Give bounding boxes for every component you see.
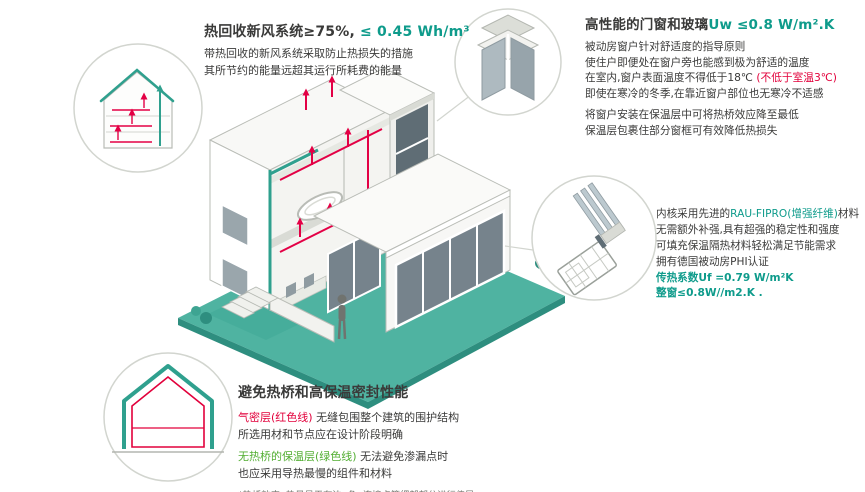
windows-line-2: 使住户即便处在窗户旁也能感到极为舒适的温度 [585, 55, 810, 69]
windows-line-4: 即使在寒冷的冬季,在靠近窗户部位也无寒冷不适感 [585, 86, 824, 100]
windows-line-3-text: 在室内,窗户表面温度不得低于18℃ [585, 71, 757, 85]
house-section-with-airflow-arrows-icon [99, 68, 175, 149]
insulation-layer-text: 无法避免渗漏点时 [356, 450, 449, 463]
profile-line-1: 内核采用先进的RAU-FIPRO(增强纤维)材料 [656, 207, 863, 223]
profile-uw-value: 整窗≤0.8W//m2.K . [656, 287, 763, 300]
garden-stairs [221, 286, 279, 319]
window-corner-detail-circle [454, 8, 562, 116]
windows-title-value: Uw ≤0.8 W/m².K [708, 17, 835, 33]
profile-uf-value: 传热系数Uf =0.79 W/m²K [656, 271, 794, 284]
airtight-layer-label: 气密层(红色线) [238, 411, 313, 424]
left-window-upper [221, 203, 249, 248]
house-outline-airtight-and-insulation-layers-icon [112, 364, 224, 453]
right-wing [312, 153, 512, 333]
bushes [191, 306, 212, 324]
profile-line-4: 拥有德国被动房PHI认证 [656, 255, 769, 268]
windows-title-main: 高性能的门窗和玻璃 [585, 17, 709, 33]
left-facade [209, 139, 271, 311]
window-frame-profile-cross-section-icon [557, 182, 626, 296]
airtight-layer-text: 无缝包围整个建筑的围护结构 [312, 411, 460, 424]
ventilation-ducts [279, 75, 383, 253]
thermal-line-2: 所选用材和节点应在设计阶段明确 [238, 427, 403, 441]
house-isometric-illustration [191, 67, 557, 343]
airtight-layer-red-line [131, 375, 205, 448]
thermal-section: 避免热桥和高保温密封性能 气密层(红色线) 无缝包围整个建筑的围护结构 所选用材… [238, 382, 583, 492]
windows-line-3: 在室内,窗户表面温度不得低于18℃ (不低于室温3℃) [585, 70, 863, 86]
left-window-lower [221, 256, 249, 301]
insulation-layer-label: 无热桥的保温层(绿色线) [238, 450, 357, 463]
ventilation-line-2: 其所节约的能量远超其运行所耗费的能量 [204, 63, 402, 77]
profile-material-name: RAU-FIPRO(增强纤维) [730, 208, 838, 220]
profile-line-1-post: 材料 [837, 208, 860, 220]
thermal-bridge-footnote: *热桥效应: 热量易于在边, 角, 连接点等细部部分进行传导 [238, 489, 583, 492]
person-figure [337, 294, 347, 340]
ventilation-title-value: ≤ 0.45 Wh/m³ [354, 24, 470, 40]
thermal-airtight-line: 气密层(红色线) 无缝包围整个建筑的围护结构 [238, 410, 583, 427]
thermal-detail-circle [103, 352, 233, 482]
callout-connectors [436, 94, 534, 251]
profile-line-3: 可填充保温隔热材料轻松满足节能需求 [656, 239, 837, 252]
ventilation-line-1: 带热回收的新风系统采取防止热损失的措施 [204, 47, 413, 60]
windows-line-3-red-note: (不低于室温3℃) [756, 71, 837, 85]
glazed-corner-window-detail-icon [476, 14, 540, 101]
thermal-insulation-line: 无热桥的保温层(绿色线) 无法避免渗漏点时 [238, 449, 583, 466]
windows-title: 高性能的门窗和玻璃Uw ≤0.8 W/m².K [585, 13, 863, 33]
ventilation-detail-circle [73, 43, 203, 173]
profile-line-1-pre: 内核采用先进的 [656, 208, 731, 220]
ventilation-title-main: 热回收新风系统≥75%, [204, 24, 355, 40]
windows-line-5: 将窗户安装在保温层中可将热桥效应降至最低 [585, 108, 799, 122]
windows-line-6: 保温层包裹住部分窗框可有效降低热损失 [585, 123, 778, 137]
window-profile-detail-circle [531, 175, 657, 301]
windows-line-1: 被动房窗户针对舒适度的指导原则 [585, 40, 746, 53]
ventilation-title: 热回收新风系统≥75%, ≤ 0.45 Wh/m³ [204, 21, 472, 41]
thermal-title: 避免热桥和高保温密封性能 [238, 385, 409, 401]
ventilation-section: 热回收新风系统≥75%, ≤ 0.45 Wh/m³ 带热回收的新风系统采取防止热… [204, 21, 472, 79]
insulation-layer-green-line [122, 364, 214, 449]
thermal-line-4: 也应采用导热最慢的组件和材料 [238, 466, 392, 480]
windows-section: 高性能的门窗和玻璃Uw ≤0.8 W/m².K 被动房窗户针对舒适度的指导原则 … [585, 13, 863, 138]
profile-line-2: 无需额外补强,具有超强的稳定性和强度 [656, 223, 840, 236]
profile-section: 内核采用先进的RAU-FIPRO(增强纤维)材料 无需额外补强,具有超强的稳定性… [656, 207, 863, 302]
